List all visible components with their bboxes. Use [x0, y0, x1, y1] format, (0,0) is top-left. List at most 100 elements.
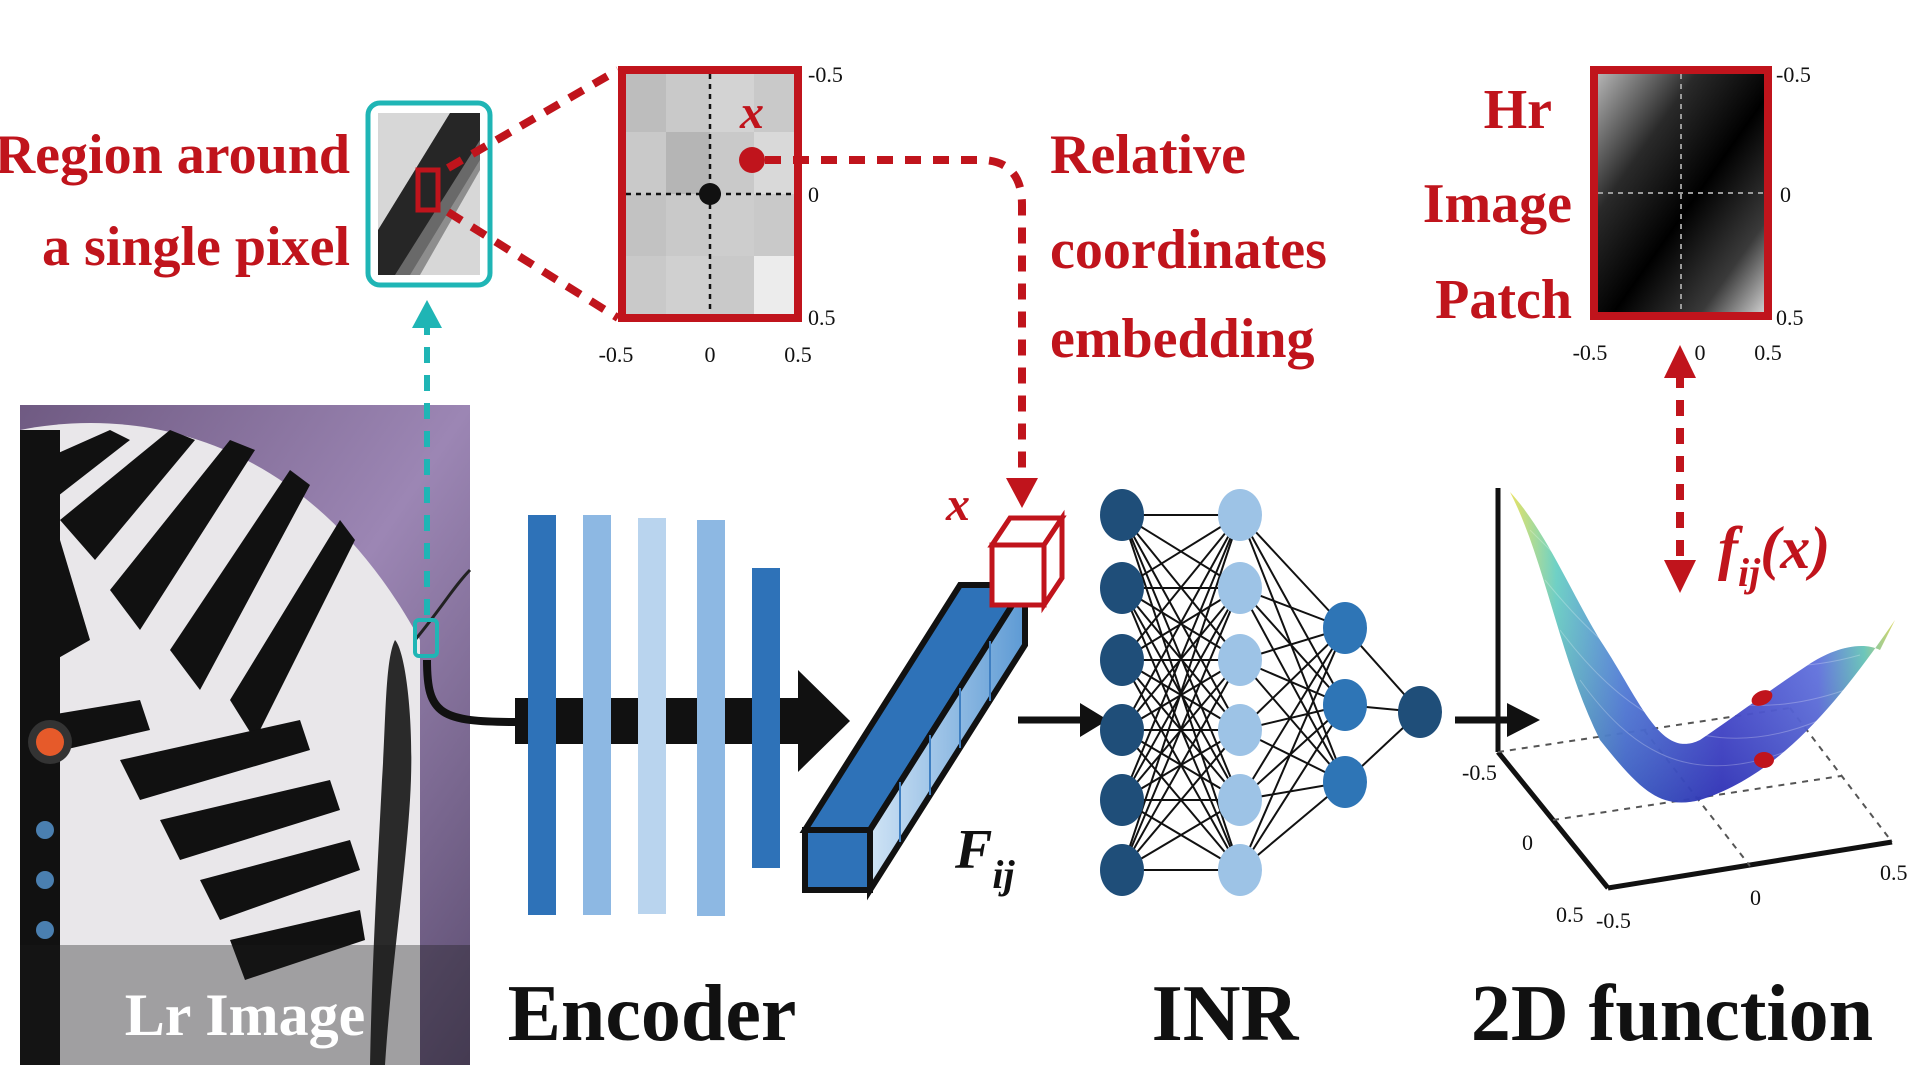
hr-y-tick-1: 0 — [1780, 182, 1791, 207]
zoom-line-bottom — [445, 208, 621, 322]
surface-tick-5: 0.5 — [1880, 860, 1908, 885]
lr-image — [20, 405, 472, 1065]
hr-link-arrowhead-up — [1664, 345, 1696, 378]
inr-edge — [1239, 514, 1346, 629]
inr-node-l4-1 — [1398, 686, 1442, 738]
relative-label-line1: Relative — [1050, 124, 1246, 186]
hr-x-tick-2: 0.5 — [1754, 340, 1782, 365]
encoder-bar-1 — [528, 515, 556, 915]
coordinate-path-arrow — [765, 156, 1026, 475]
function-label: fij(x) — [1718, 515, 1830, 595]
inr-label: INR — [1152, 970, 1300, 1058]
inr-edge — [1239, 659, 1346, 783]
inr-node-l1-6 — [1100, 844, 1144, 896]
inr-edge — [1121, 659, 1241, 871]
region-label-line1: Region around — [0, 124, 350, 186]
encoder-bar-3 — [638, 518, 666, 914]
feature-vector-label: Fij — [954, 819, 1015, 897]
zoom-line-top — [446, 66, 620, 172]
hr-y-tick-2: 0.5 — [1776, 305, 1804, 330]
feature-coord-label: x — [945, 478, 970, 531]
inr-edge — [1121, 799, 1241, 871]
feature-vector-label-main: F — [954, 819, 992, 881]
surface-tick-3: -0.5 — [1596, 908, 1631, 933]
zoom-y-tick-2: 0.5 — [808, 305, 836, 330]
pixel-to-encoder-curve — [423, 659, 519, 726]
region-label-line2: a single pixel — [42, 216, 350, 278]
hr-label-line2: Image — [1423, 173, 1572, 235]
inr-edge — [1239, 627, 1346, 801]
hr-patch — [1590, 66, 1772, 320]
coordinate-path-arrowhead — [1006, 478, 1038, 508]
zoom-y-tick-0: -0.5 — [808, 62, 843, 87]
inr-edges — [1121, 514, 1421, 871]
function-label-sub: ij — [1738, 550, 1761, 595]
hr-y-tick-0: -0.5 — [1776, 62, 1811, 87]
hr-x-tick-0: -0.5 — [1573, 340, 1608, 365]
inr-edge — [1121, 587, 1241, 871]
surface-tick-0: -0.5 — [1462, 760, 1497, 785]
inr-node-l2-4 — [1218, 704, 1262, 756]
inr-edge — [1121, 729, 1241, 871]
encoder-main-arrow-head — [798, 670, 850, 772]
inr-node-l2-3 — [1218, 634, 1262, 686]
inr-edge — [1121, 514, 1241, 661]
feature-vector — [799, 574, 1031, 901]
inr-node-l3-3 — [1323, 756, 1367, 808]
coordinate-cube — [987, 509, 1067, 614]
relative-label-line2: coordinates — [1050, 219, 1327, 281]
function-stage-label: 2D function — [1471, 970, 1873, 1058]
inr-node-l2-1 — [1218, 489, 1262, 541]
relative-label-line3: embedding — [1050, 308, 1315, 370]
surface-tick-4: 0 — [1750, 885, 1761, 910]
inr-edge — [1121, 514, 1241, 589]
inr-node-l2-5 — [1218, 774, 1262, 826]
zoom-x-tick-2: 0.5 — [784, 342, 812, 367]
inr-node-l3-1 — [1323, 602, 1367, 654]
zoom-y-tick-1: 0 — [808, 182, 819, 207]
inr-edge — [1239, 514, 1346, 706]
inr-node-l2-2 — [1218, 562, 1262, 614]
encoder-bar-4 — [697, 520, 725, 916]
inr-node-l1-4 — [1100, 704, 1144, 756]
pixel-to-region-arrowhead — [412, 300, 442, 328]
inr-node-l1-2 — [1100, 562, 1144, 614]
encoder-bars — [528, 515, 780, 916]
zoom-x-tick-0: -0.5 — [599, 342, 634, 367]
inr-edge — [1239, 704, 1346, 871]
lr-image-label: Lr Image — [125, 982, 366, 1048]
zoom-patch — [618, 66, 802, 322]
inr-edge — [1239, 627, 1346, 871]
inr-node-l1-3 — [1100, 634, 1144, 686]
inr-edge — [1239, 587, 1346, 783]
surface-tick-2: 0.5 — [1556, 902, 1584, 927]
function-surface-plot — [1495, 488, 1895, 891]
encoder-label: Encoder — [508, 970, 797, 1058]
hr-x-tick-1: 0 — [1695, 340, 1706, 365]
inr-edge — [1239, 587, 1346, 706]
encoder-bar-5 — [752, 568, 780, 868]
feature-vector-label-sub: ij — [992, 852, 1015, 897]
region-thumbnail — [365, 100, 493, 288]
encoder-bar-2 — [583, 515, 611, 915]
inr-node-l3-2 — [1323, 679, 1367, 731]
inr-edge — [1239, 627, 1346, 731]
inr-node-l2-6 — [1218, 844, 1262, 896]
inr-to-function-arrowhead — [1507, 703, 1540, 737]
feature-to-inr-arrowhead — [1080, 703, 1108, 737]
function-label-arg: (x) — [1760, 515, 1830, 581]
zoom-point-label: x — [739, 86, 764, 139]
hr-label-line1: Hr — [1484, 79, 1552, 141]
inr-edge — [1239, 514, 1346, 783]
inr-edge — [1121, 514, 1241, 801]
inr-node-l1-5 — [1100, 774, 1144, 826]
pixel-marker — [413, 618, 439, 658]
surface-tick-1: 0 — [1522, 830, 1533, 855]
hr-link-arrowhead-down — [1664, 560, 1696, 593]
inr-node-l1-1 — [1100, 489, 1144, 541]
inr-edge — [1121, 514, 1241, 731]
hr-label-line3: Patch — [1435, 269, 1572, 331]
zoom-x-tick-1: 0 — [705, 342, 716, 367]
inr-edge — [1239, 704, 1346, 801]
